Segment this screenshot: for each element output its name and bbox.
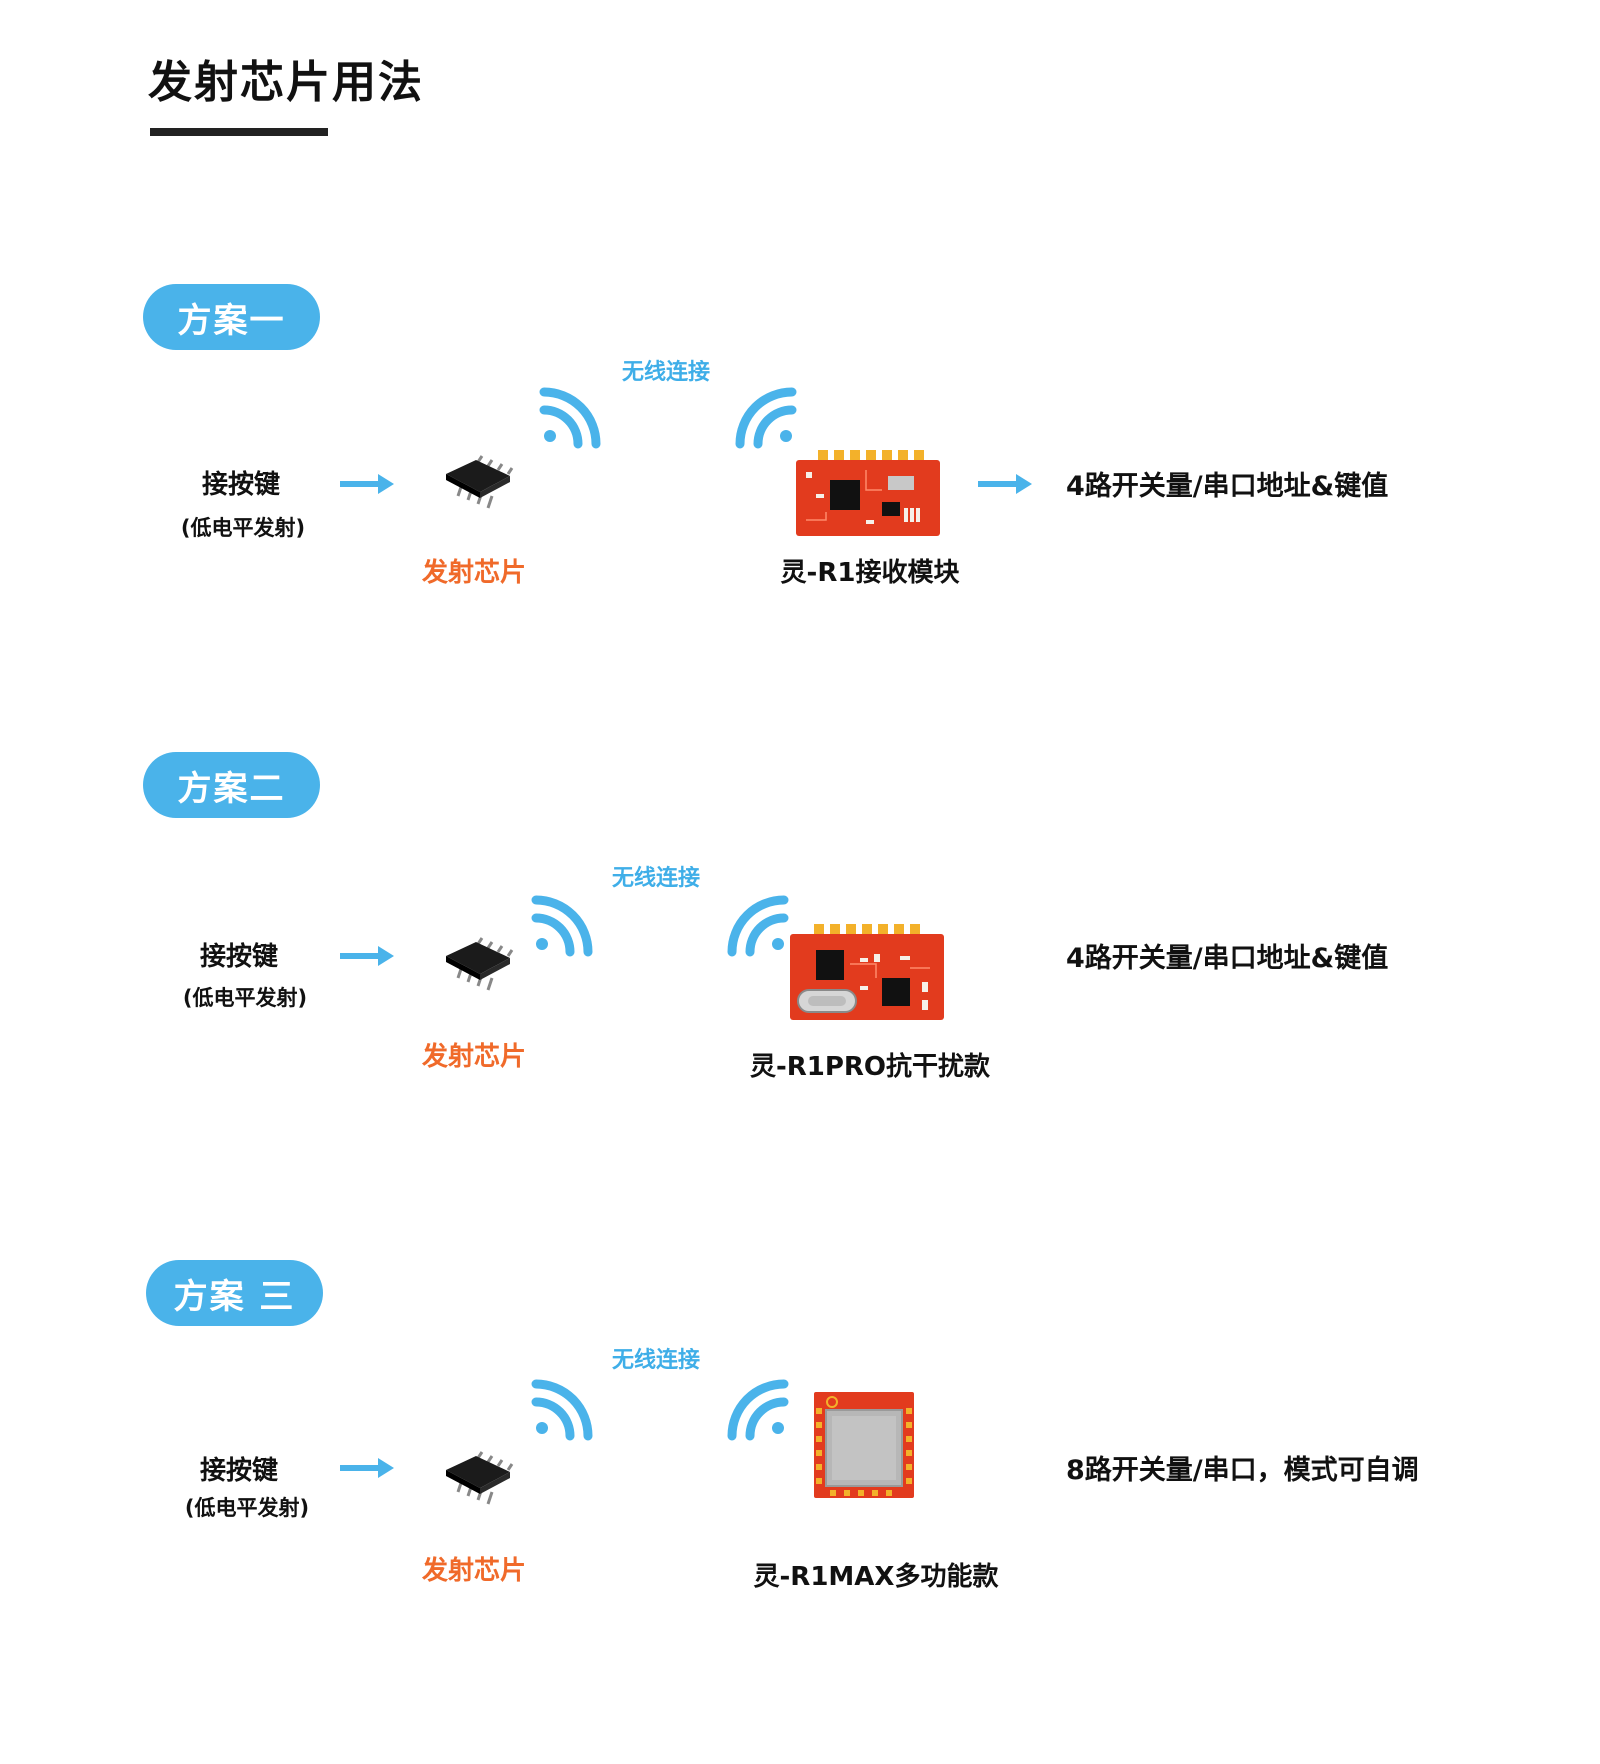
wireless-label: 无线连接 <box>612 866 701 891</box>
chip-label: 发射芯片 <box>421 558 526 588</box>
wifi-signal-icon <box>539 387 601 449</box>
wireless-label: 无线连接 <box>612 1348 701 1373</box>
wifi-signal-icon <box>727 1379 789 1441</box>
input-sub-label: (低电平发射) <box>180 516 306 540</box>
ic-chip-icon <box>446 455 514 509</box>
receiver-module-icon <box>796 450 940 536</box>
input-label: 接按键 <box>199 1456 278 1486</box>
input-label: 接按键 <box>199 942 278 972</box>
right-arrow-icon <box>340 946 394 966</box>
wireless-label: 无线连接 <box>622 360 711 385</box>
module-label: 灵-R1MAX多功能款 <box>753 1562 999 1592</box>
scheme-3: 方案 三 无线连接 接按键 (低电平发射) 发射芯片 <box>0 1260 1600 1620</box>
output-label: 4路开关量/串口地址&键值 <box>1066 943 1389 974</box>
scheme-1: 方案一 无线连接 接按键 (低电平发射) 发射芯片 <box>0 284 1600 644</box>
chip-label: 发射芯片 <box>421 1042 526 1072</box>
wifi-signal-icon <box>727 895 789 957</box>
right-arrow-icon <box>978 474 1032 494</box>
chip-label: 发射芯片 <box>421 1556 526 1586</box>
wifi-signal-icon <box>531 895 593 957</box>
scheme-badge: 方案一 <box>143 284 320 350</box>
output-label: 4路开关量/串口地址&键值 <box>1066 471 1389 502</box>
input-label: 接按键 <box>201 470 280 500</box>
wifi-signal-icon <box>735 387 797 449</box>
module-label: 灵-R1接收模块 <box>780 558 960 588</box>
scheme-badge: 方案二 <box>143 752 320 818</box>
ic-chip-icon <box>446 1451 514 1505</box>
receiver-module-icon <box>790 924 944 1020</box>
module-label: 灵-R1PRO抗干扰款 <box>749 1052 991 1082</box>
title-underline <box>150 128 328 136</box>
output-label: 8路开关量/串口，模式可自调 <box>1066 1455 1419 1486</box>
page-title: 发射芯片用法 <box>148 57 424 108</box>
right-arrow-icon <box>340 1458 394 1478</box>
right-arrow-icon <box>340 474 394 494</box>
ic-chip-icon <box>446 937 514 991</box>
receiver-module-icon <box>814 1392 914 1498</box>
wifi-signal-icon <box>531 1379 593 1441</box>
input-sub-label: (低电平发射) <box>184 1496 310 1520</box>
scheme-2: 方案二 无线连接 接按键 (低电平发射) 发射芯片 <box>0 752 1600 1112</box>
input-sub-label: (低电平发射) <box>182 986 308 1010</box>
scheme-badge: 方案 三 <box>146 1260 323 1326</box>
